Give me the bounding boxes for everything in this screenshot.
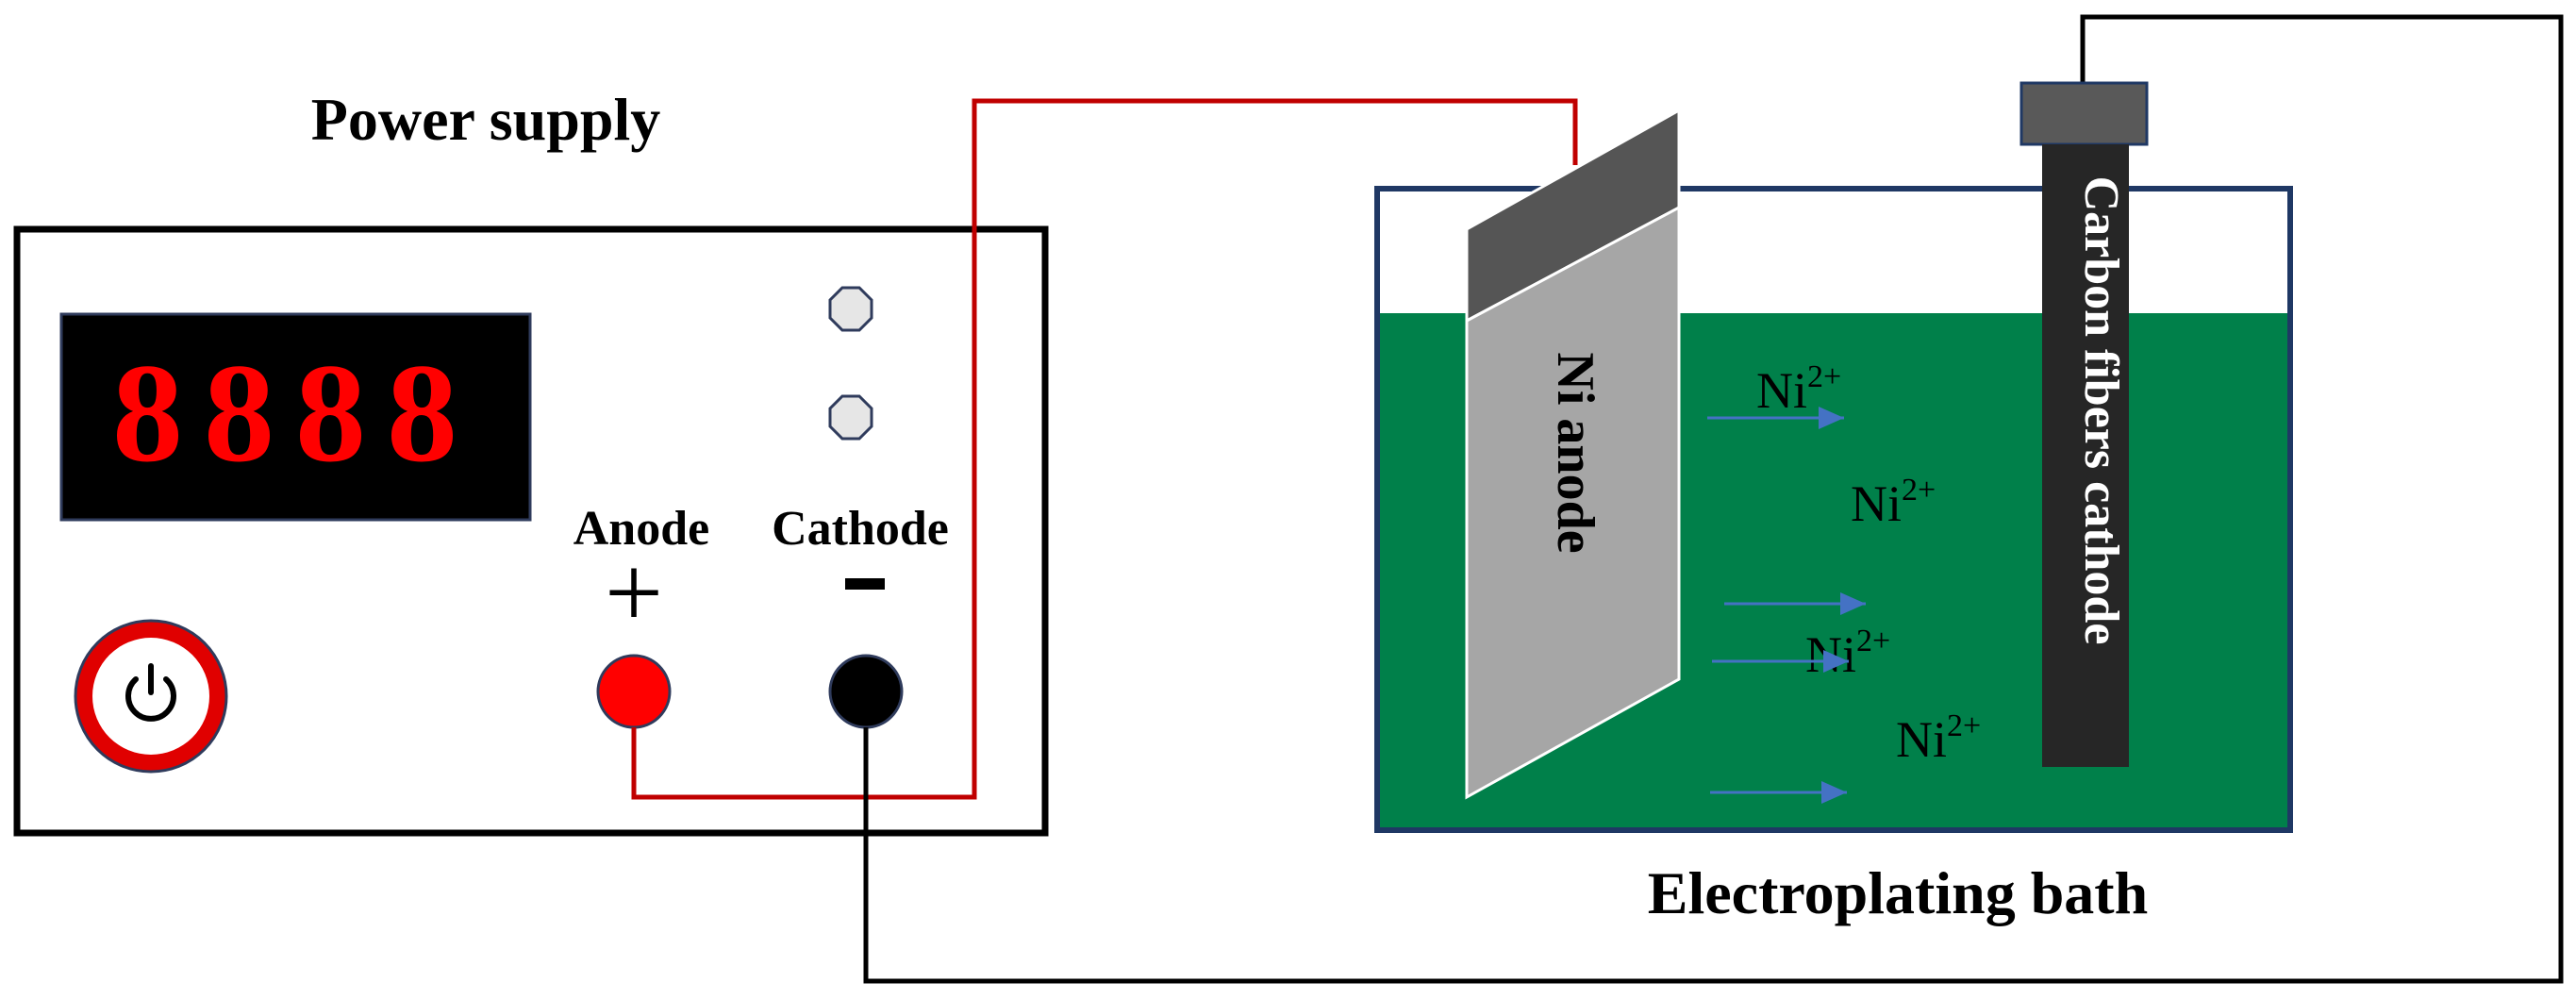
power-supply-title: Power supply — [311, 86, 660, 153]
power-icon — [125, 663, 176, 722]
cathode-wire — [863, 14, 2564, 984]
control-knob-top[interactable] — [828, 286, 873, 332]
carbon-cathode-rod — [2042, 144, 2129, 767]
power-button[interactable] — [74, 619, 228, 774]
svg-text:Ni2+: Ni2+ — [1896, 708, 1981, 768]
bath-tank — [1374, 186, 2293, 833]
cathode-terminal[interactable] — [828, 654, 904, 729]
ion-label-2: Ni2+ — [1851, 473, 1936, 532]
ion-label-1: Ni2+ — [1756, 359, 1841, 419]
anode-terminal[interactable] — [596, 654, 672, 729]
carbon-cathode-label: Carbon fibers cathode — [2074, 176, 2128, 645]
digital-display — [59, 312, 532, 522]
ni-anode-plate — [1465, 108, 1681, 800]
anode-wire — [631, 98, 1578, 800]
svg-text:Ni2+: Ni2+ — [1851, 473, 1936, 532]
bath-title: Electroplating bath — [1648, 859, 2148, 926]
control-knob-bottom[interactable] — [828, 394, 873, 441]
ion-label-4: Ni2+ — [1896, 708, 1981, 768]
cathode-label: Cathode — [772, 502, 949, 556]
cathode-minus-symbol — [845, 578, 885, 590]
svg-text:Ni2+: Ni2+ — [1756, 359, 1841, 419]
carbon-cathode-cap — [2019, 81, 2149, 146]
display-digits: 8888 — [112, 335, 478, 491]
anode-plus-symbol: + — [605, 535, 663, 650]
ni-anode-label: Ni anode — [1546, 352, 1604, 553]
anode-label: Anode — [573, 502, 709, 556]
